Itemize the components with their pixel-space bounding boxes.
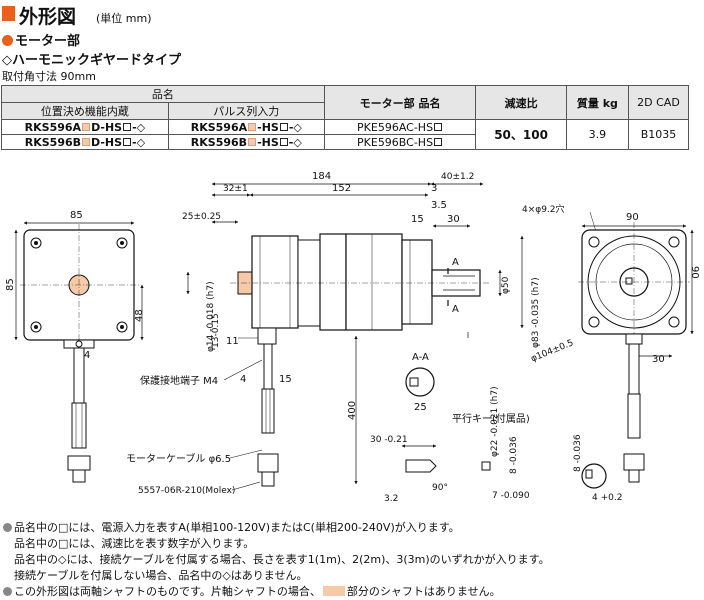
dim-13: 13-0.15 <box>211 313 221 348</box>
dim-3: 3 <box>431 183 437 194</box>
orange-swatch <box>322 586 345 596</box>
notes: 品名中の□には、電源入力を表すA(単相100-120V)またはC(単相200-2… <box>3 520 703 600</box>
dim-400: 400 <box>347 401 358 420</box>
bullet-icon <box>3 523 12 532</box>
label-a-a: A-A <box>412 352 429 363</box>
dim-40: 40±1.2 <box>441 172 474 182</box>
dim-25: 25±0.25 <box>182 212 221 222</box>
dim-30: 30 <box>447 214 460 225</box>
note-1: 品名中の□には、電源入力を表すA(単相100-120V)またはC(単相200-2… <box>3 520 703 536</box>
note-2: 品名中の□には、減速比を表す数字が入ります。 <box>14 537 255 550</box>
note-4: 接続ケーブルを付属しない場合、品名中の◇はありません。 <box>14 569 308 582</box>
th-pos: 位置決め機能内蔵 <box>1 102 169 120</box>
dim-front-width: 85 <box>70 210 83 221</box>
th-mass: 質量 kg <box>565 85 629 120</box>
dim-11: 11 <box>226 336 239 347</box>
unit-note: (単位 mm) <box>96 12 152 25</box>
table-cell-motor-1: PKE596AC-HS <box>323 119 477 135</box>
dim-48: 48 <box>134 309 145 322</box>
label-connector: 5557-06R-210(Molex) <box>138 486 235 496</box>
dim-front-height: 85 <box>5 278 16 291</box>
table-cell-pulse-2: RKS596B-HS-◇ <box>167 134 325 150</box>
mount-size: 取付角寸法 90mm <box>2 70 96 83</box>
dim-key-30: 30 -0.21 <box>370 435 408 445</box>
label-holes: 4×φ9.2穴 <box>522 203 565 215</box>
table-cell-cad: B1035 <box>627 119 690 150</box>
dim-4: 4 <box>84 350 90 361</box>
dim-phi14: φ14 -0.018 (h7) <box>206 281 216 352</box>
dim-rear-90a: 90 <box>626 212 639 223</box>
dim-side-4: 4 <box>240 374 246 385</box>
dim-key-7: 7 -0.090 <box>492 491 530 501</box>
dim-phi83: φ83 -0.035 (h7) <box>531 277 541 348</box>
dim-key-8a: 8 -0.036 <box>509 436 519 474</box>
dim-phi50: φ50 <box>501 276 511 294</box>
parallel-key: 平行キー(付属品) 30 -0.21 3.2 90° 8 -0.036 7 -0… <box>370 412 530 504</box>
dim-key-3-2: 3.2 <box>384 494 398 504</box>
side-view: 184 40±1.2 32±1 152 3 3.5 25±0.25 15 30 <box>126 171 541 496</box>
table-cell-motor-2: PKE596BC-HS <box>323 134 477 150</box>
th-motor: モーター部 品名 <box>323 85 477 120</box>
orange-dot-icon <box>2 35 13 46</box>
label-grounding: 保護接地端子 M4 <box>140 374 218 387</box>
rear-view: 4×φ9.2穴 90 90 φ104±0.5 30 8 -0.036 4 +0.… <box>522 203 700 503</box>
table-cell-pulse-1: RKS596A-HS-◇ <box>167 119 325 135</box>
dim-phi22: φ22 -0.021 (h7) <box>490 386 500 457</box>
label-cable: モーターケーブル φ6.5 <box>126 452 231 465</box>
section-heading: モーター部 <box>2 30 80 49</box>
label-a-bottom: A <box>452 304 459 315</box>
th-cad: 2D CAD <box>627 85 690 120</box>
section-a-a: A-A 25 <box>405 352 435 413</box>
title-marker <box>2 6 15 21</box>
label-key: 平行キー(付属品) <box>452 412 530 425</box>
table-cell-mass: 3.9 <box>565 119 629 150</box>
dim-total-184: 184 <box>312 171 331 182</box>
dim-side-15: 15 <box>279 374 292 385</box>
note-5: この外形図は両軸シャフトのものです。片軸シャフトの場合、部分のシャフトはありませ… <box>3 584 703 600</box>
dim-rear-90b: 90 <box>689 266 700 279</box>
dim-key-4: 4 +0.2 <box>592 493 622 503</box>
dim-key-8b: 8 -0.036 <box>573 434 583 472</box>
bullet-icon <box>3 587 12 596</box>
dim-152: 152 <box>332 183 351 194</box>
front-view: 85 85 48 4 <box>5 210 145 483</box>
th-pulse: パルス列入力 <box>167 102 325 120</box>
th-ratio: 減速比 <box>475 85 567 120</box>
dimension-drawing: 85 85 48 4 184 40±1.2 32±1 152 3 3.5 <box>5 171 700 504</box>
dim-key-90: 90° <box>432 483 448 493</box>
label-a-top: A <box>452 257 459 268</box>
dim-rear-30: 30 <box>652 354 665 365</box>
dim-aa-25: 25 <box>414 402 427 413</box>
spec-table: 品名 モーター部 品名 減速比 質量 kg 2D CAD 位置決め機能内蔵 パル… <box>1 85 690 150</box>
table-cell-ratio: 50、100 <box>475 119 567 150</box>
page-title: 外形図 <box>19 6 77 28</box>
subtype-heading: ◇ハーモニックギヤードタイプ <box>2 53 181 68</box>
th-name: 品名 <box>1 85 325 103</box>
dim-3-5: 3.5 <box>431 200 447 211</box>
dim-15: 15 <box>411 214 424 225</box>
note-3: 品名中の◇には、接続ケーブルを付属する場合、長さを表す1(1m)、2(2m)、3… <box>14 553 550 566</box>
dim-32: 32±1 <box>223 184 248 194</box>
